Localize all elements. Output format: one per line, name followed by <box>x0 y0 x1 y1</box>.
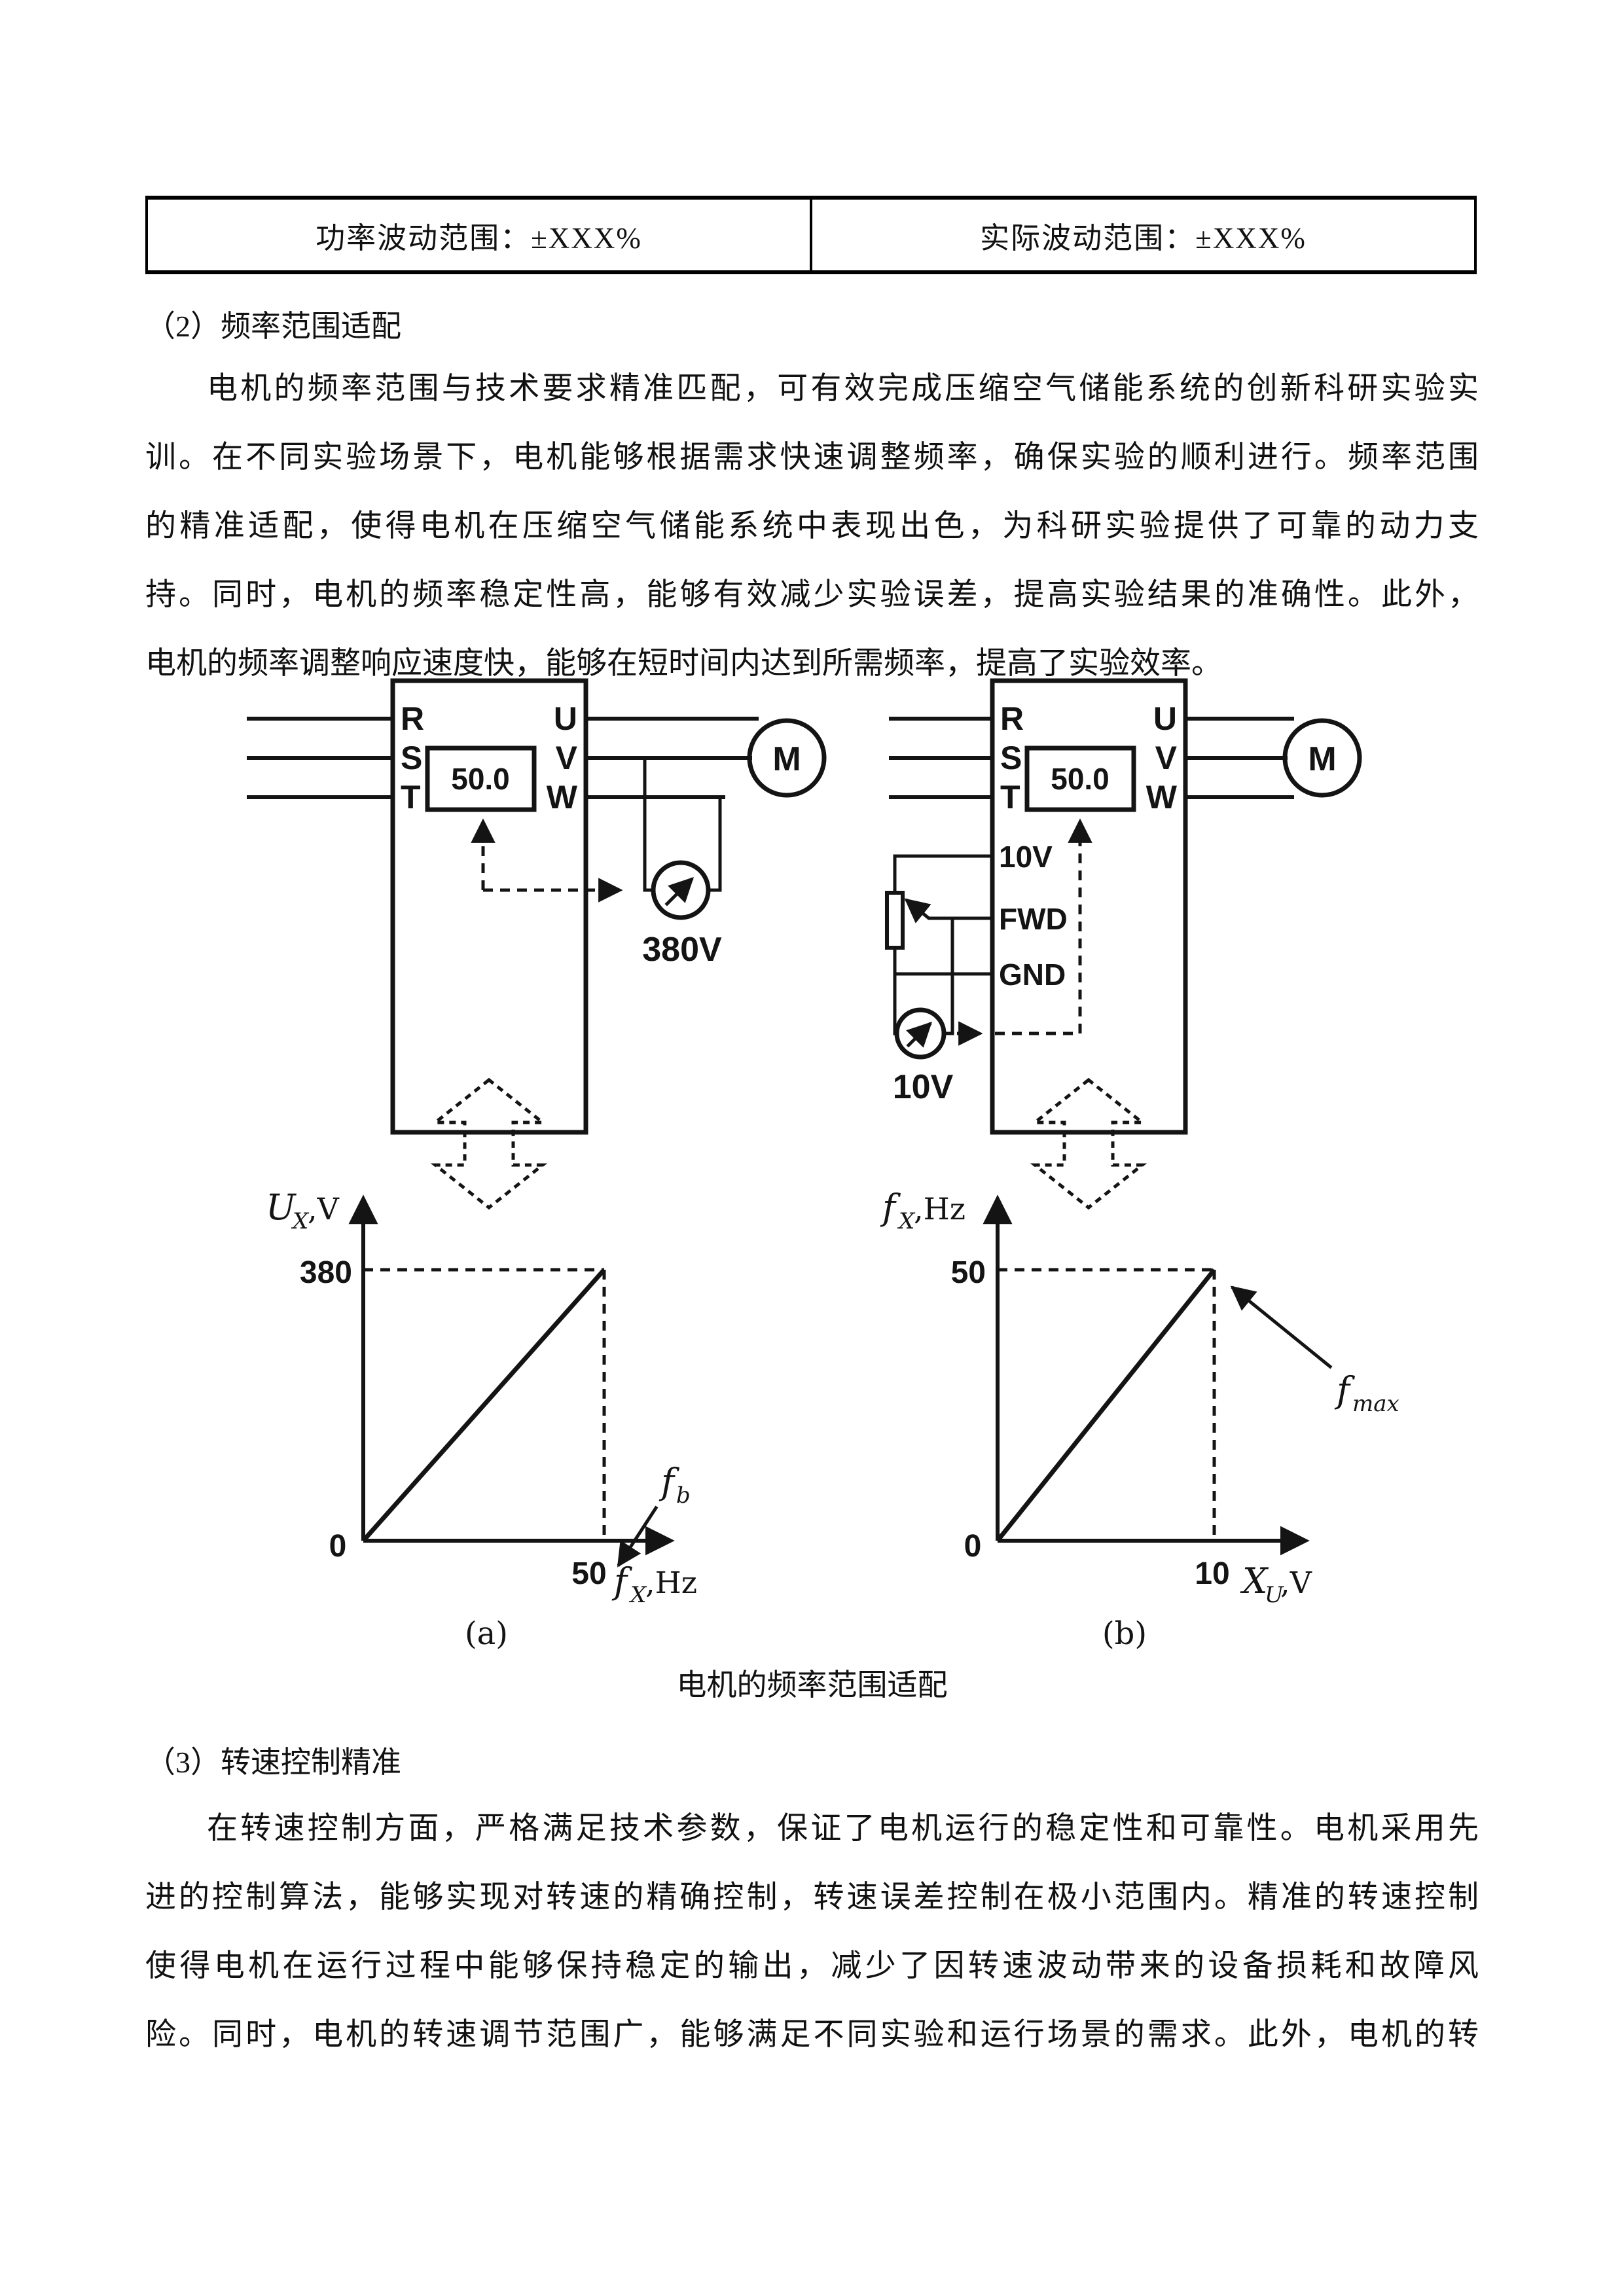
y-tick-380: 380 <box>300 1255 352 1290</box>
y-axis-label-sub: X <box>897 1208 916 1234</box>
y-axis-label-var: f <box>880 1187 901 1228</box>
x-axis-label-sub: X <box>628 1582 647 1608</box>
motor-label: M <box>772 740 801 778</box>
frequency-readout: 50.0 <box>451 762 510 796</box>
terminal-r: R <box>1000 700 1024 737</box>
panel-a-label: (a) <box>465 1615 508 1652</box>
motor-label: M <box>1308 740 1336 778</box>
panel-a-graph: U X ,V 380 0 50 f X ,Hz f b (a) <box>266 1187 697 1652</box>
terminal-gnd: GND <box>999 958 1066 992</box>
terminal-v: V <box>556 740 578 776</box>
y-axis-label-unit: ,V <box>308 1191 340 1227</box>
origin-label: 0 <box>964 1529 982 1564</box>
frequency-readout: 50.0 <box>1051 762 1110 796</box>
x-tick-10: 10 <box>1195 1556 1229 1591</box>
section-3-heading: （3）转速控制精准 <box>145 1746 401 1779</box>
x-axis-label-var: f <box>611 1560 632 1602</box>
fb-annotation-arrow <box>617 1505 659 1568</box>
paragraph-line: 的精准适配，使得电机在压缩空气储能系统中表现出色，为科研实验提供了可靠的动力支 <box>145 509 1479 543</box>
figure-caption: 电机的频率范围适配 <box>676 1668 948 1702</box>
terminal-w: W <box>547 779 578 816</box>
vf-line <box>361 1268 606 1543</box>
frequency-display <box>1024 745 1136 812</box>
up-down-arrow-icon <box>430 1077 548 1210</box>
panel-b-graph: f X ,Hz 50 0 10 X U ,V f max (b) <box>880 1187 1399 1652</box>
terminal-fwd: FWD <box>999 902 1068 936</box>
table-cell-power-fluctuation: 功率波动范围：±XXX% <box>316 221 642 255</box>
terminal-t: T <box>1000 779 1020 816</box>
fb-annotation-sub: b <box>676 1482 691 1509</box>
paragraph-line: 险。同时，电机的转速调节范围广，能够满足不同实验和运行场景的需求。此外，电机的转 <box>145 2018 1479 2052</box>
fmax-annotation-arrow <box>1230 1285 1333 1369</box>
voltmeter-icon <box>894 1007 947 1060</box>
paragraph-line: 电机的频率调整响应速度快，能够在短时间内达到所需频率，提高了实验效率。 <box>145 647 1222 681</box>
inverter-frequency-figure: R S T U V W 50.0 M 380V <box>247 678 1399 1652</box>
x-axis-label-sub: U <box>1265 1582 1284 1608</box>
terminal-u: U <box>1153 700 1177 737</box>
section-2-paragraph: 电机的频率范围与技术要求精准匹配，可有效完成压缩空气储能系统的创新科研实验实 训… <box>145 355 1479 698</box>
up-down-arrow-icon <box>1030 1077 1147 1210</box>
section-2-heading: （2）频率范围适配 <box>145 310 401 343</box>
terminal-v: V <box>1155 740 1178 776</box>
fwd-down-wire <box>942 916 954 1035</box>
voltmeter-needle <box>664 877 694 906</box>
fmax-annotation-sub: max <box>1352 1391 1399 1417</box>
y-tick-50: 50 <box>951 1255 986 1290</box>
terminal-s: S <box>401 740 422 776</box>
inverter-box <box>390 678 588 1135</box>
panel-a-circuit: R S T U V W 50.0 M 380V <box>247 678 827 1210</box>
terminal-t: T <box>401 779 421 816</box>
terminal-u: U <box>554 700 577 737</box>
x-axis-label-unit: ,Hz <box>645 1565 697 1600</box>
section-3-paragraph: 在转速控制方面，严格满足技术参数，保证了电机运行的稳定性和可靠性。电机采用先 进… <box>145 1795 1479 2070</box>
paragraph-line: 使得电机在运行过程中能够保持稳定的输出，减少了因转速波动带来的设备损耗和故障风 <box>145 1949 1479 1983</box>
fv-line <box>996 1268 1216 1543</box>
terminal-r: R <box>401 700 424 737</box>
motor-circle <box>1282 718 1362 798</box>
panel-b-circuit: R S T U V W 50.0 M 10V FWD GND 10V <box>885 678 1362 1210</box>
x-tick-50: 50 <box>571 1556 606 1591</box>
origin-label: 0 <box>329 1529 347 1564</box>
spec-table: 功率波动范围：±XXX% 实际波动范围：±XXX% <box>145 196 1477 274</box>
motor-circle <box>747 718 827 798</box>
paragraph-line: 电机的频率范围与技术要求精准匹配，可有效完成压缩空气储能系统的创新科研实验实 <box>207 372 1479 406</box>
paragraph-line: 在转速控制方面，严格满足技术参数，保证了电机运行的稳定性和可靠性。电机采用先 <box>207 1812 1479 1846</box>
pot-supply-wire <box>893 854 994 1035</box>
pot-wiper-wire <box>904 898 994 924</box>
terminal-w: W <box>1146 779 1178 816</box>
x-axis-label-unit: ,V <box>1280 1565 1312 1600</box>
frequency-display <box>425 745 537 812</box>
y-axis-label-var: U <box>266 1187 297 1228</box>
voltmeter-value: 10V <box>893 1068 954 1106</box>
paragraph-line: 持。同时，电机的频率稳定性高，能够有效减少实验误差，提高实验结果的准确性。此外， <box>145 578 1479 612</box>
table-cell-actual-fluctuation: 实际波动范围：±XXX% <box>810 200 1474 270</box>
voltmeter-value: 380V <box>642 931 722 969</box>
paragraph-line: 训。在不同实验场景下，电机能够根据需求快速调整频率，确保实验的顺利进行。频率范围 <box>145 440 1479 475</box>
panel-b-label: (b) <box>1102 1615 1147 1652</box>
x-axis-label-var: X <box>1240 1560 1269 1602</box>
y-axis-label-sub: X <box>291 1208 310 1234</box>
inverter-box <box>990 678 1188 1135</box>
paragraph-line: 进的控制算法，能够实现对转速的精确控制，转速误差控制在极小范围内。精准的转速控制 <box>145 1880 1479 1914</box>
voltmeter-icon <box>651 860 711 920</box>
terminal-10v: 10V <box>999 840 1053 874</box>
voltmeter-needle <box>906 1022 932 1048</box>
potentiometer <box>885 891 905 950</box>
terminal-s: S <box>1000 740 1022 776</box>
y-axis-label-unit: ,Hz <box>914 1191 965 1227</box>
